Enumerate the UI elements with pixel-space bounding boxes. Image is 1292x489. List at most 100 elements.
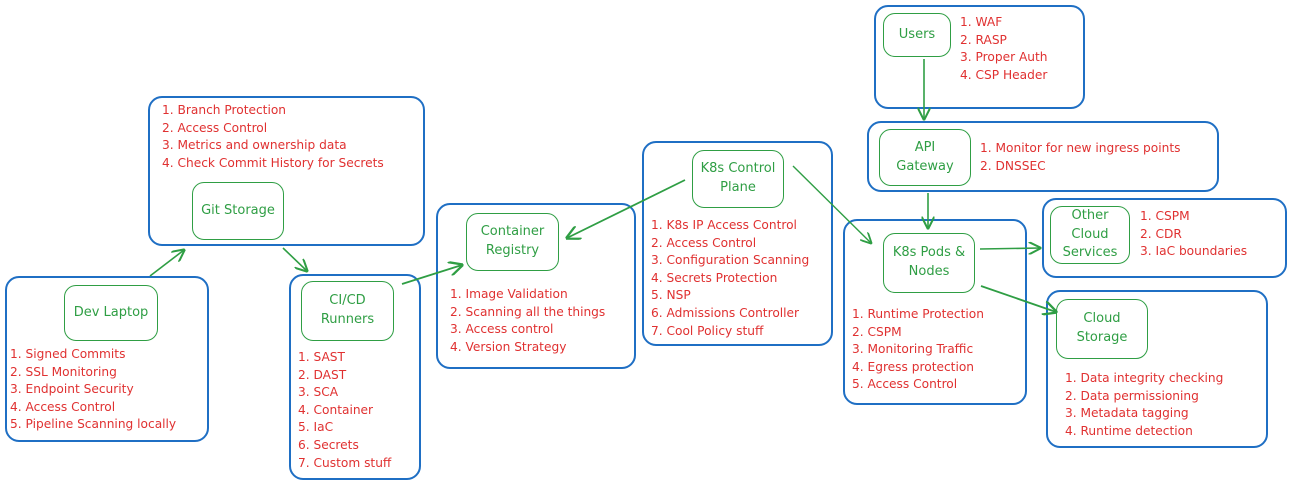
arrow-k8s-control-plane-to-container-registry [567,179,686,238]
k8s-control-plane-label-line2: Plane [720,180,756,195]
k8s-control-plane-label-line1: K8s Control [700,161,776,177]
dev-laptop-label: Dev Laptop [73,304,149,320]
control-item: 4. Runtime detection [1065,423,1193,438]
control-item: 3. SCA [298,385,339,400]
api-gateway-label-line1: API [914,139,936,155]
container-registry-controls: 1. Image Validation 2. Scanning all the … [450,286,605,356]
arrow-dev-laptop-to-git-storage [149,250,184,277]
control-item: 5. IaC [298,420,334,435]
users-node[interactable]: Users [883,13,951,57]
container-registry-label-line1: Container [480,224,545,240]
control-item: 1. Image Validation [450,287,568,301]
control-item: 5. Access Control [852,377,958,392]
control-item: 2. DAST [298,367,347,382]
cloud-storage-controls: 1. Data integrity checking 2. Data permi… [1065,370,1223,440]
control-item: 2. Data permissioning [1065,388,1199,403]
control-item: 6. Admissions Controller [651,305,800,320]
users-controls: 1. WAF 2. RASP 3. Proper Auth 4. CSP Hea… [960,14,1048,84]
control-item: 7. Custom stuff [298,455,392,470]
control-item: 4. Egress protection [852,359,975,374]
arrow-cicd-runners-to-container-registry [401,265,462,285]
control-item: 1. Signed Commits [10,347,126,361]
control-item: 6. Secrets [298,437,359,452]
cicd-runners-label-line2: Runners [320,312,375,327]
control-item: 2. Access Control [162,120,268,135]
k8s-pods-nodes-group [843,219,1027,405]
cicd-runners-controls: 1. SAST 2. DAST 3. SCA 4. Container 5. I… [298,349,391,472]
other-cloud-services-label-line1: Other Cloud [1071,207,1109,242]
control-item: 3. Proper Auth [960,50,1048,65]
control-item: 3. Endpoint Security [10,382,134,397]
control-item: 2. Access Control [651,235,757,250]
control-item: 1. Runtime Protection [852,307,984,321]
control-item: 1. K8s IP Access Control [651,218,797,232]
container-registry-group [436,203,636,369]
git-storage-controls: 1. Branch Protection 2. Access Control 3… [162,102,384,172]
control-item: 2. RASP [960,32,1007,47]
cloud-storage-label-line2: Storage [1076,330,1128,345]
users-group [874,5,1085,109]
control-item: 4. Container [298,402,374,417]
control-item: 3. Metadata tagging [1065,406,1189,421]
control-item: 5. Pipeline Scanning locally [10,417,177,432]
control-item: 1. Branch Protection [162,103,287,117]
arrow-k8s-control-plane-to-k8s-pods-nodes [792,165,871,243]
control-item: 2. DNSSEC [980,158,1046,173]
control-item: 3. Monitoring Traffic [852,342,974,357]
users-label: Users [898,26,936,42]
control-item: 3. IaC boundaries [1140,244,1248,259]
api-gateway-group [867,121,1219,192]
arrow-k8s-pods-nodes-to-cloud-storage [980,285,1056,312]
control-item: 2. Scanning all the things [450,304,606,319]
container-registry-label-line2: Registry [485,243,540,258]
api-gateway-controls: 1. Monitor for new ingress points 2. DNS… [980,140,1181,175]
cloud-storage-node[interactable]: Cloud Storage [1056,299,1148,359]
cicd-runners-group [289,274,421,480]
control-item: 4. Version Strategy [450,339,567,354]
k8s-control-plane-node[interactable]: K8s Control Plane [692,150,784,208]
control-item: 4. Check Commit History for Secrets [162,155,384,170]
git-storage-group [148,96,425,246]
api-gateway-node[interactable]: API Gateway [879,129,971,186]
other-cloud-services-label-line2: Services [1062,245,1118,261]
dev-laptop-controls: 1. Signed Commits 2. SSL Monitoring 3. E… [10,346,176,434]
cloud-storage-group [1046,290,1268,448]
k8s-pods-nodes-node[interactable]: K8s Pods & Nodes [883,233,975,293]
k8s-control-plane-group [642,141,833,346]
control-item: 1. CSPM [1140,209,1190,223]
control-item: 2. SSL Monitoring [10,364,117,379]
control-item: 2. CDR [1140,226,1182,241]
control-item: 1. SAST [298,350,345,364]
k8s-pods-nodes-label-line2: Nodes [908,264,950,279]
other-cloud-services-controls: 1. CSPM 2. CDR 3. IaC boundaries [1140,208,1247,261]
git-storage-label: Git Storage [201,202,275,218]
dev-laptop-node[interactable]: Dev Laptop [64,285,158,341]
git-storage-node[interactable]: Git Storage [192,182,284,240]
arrow-git-storage-to-cicd-runners [282,247,307,271]
other-cloud-services-node[interactable]: Other Cloud Services [1050,206,1130,264]
control-item: 3. Configuration Scanning [651,253,810,268]
control-item: 4. Secrets Protection [651,270,778,285]
control-item: 1. Data integrity checking [1065,371,1224,385]
control-item: 2. CSPM [852,324,902,339]
container-registry-node[interactable]: Container Registry [466,213,559,271]
control-item: 3. Metrics and ownership data [162,138,347,153]
control-item: 5. NSP [651,288,691,303]
control-item: 7. Cool Policy stuff [651,323,764,338]
control-item: 4. CSP Header [960,67,1048,82]
k8s-control-plane-controls: 1. K8s IP Access Control 2. Access Contr… [651,217,809,340]
cicd-runners-node[interactable]: CI/CD Runners [301,281,394,341]
control-item: 4. Access Control [10,399,116,414]
api-gateway-label-line2: Gateway [896,158,954,174]
arrow-k8s-pods-nodes-to-other-cloud-services [979,248,1040,249]
dev-laptop-group [5,276,209,442]
k8s-pods-nodes-label-line1: K8s Pods & [892,245,966,261]
control-item: 3. Access control [450,322,554,337]
cloud-storage-label-line1: Cloud [1083,311,1121,327]
other-cloud-services-group [1042,198,1287,278]
control-item: 1. Monitor for new ingress points [980,141,1181,155]
k8s-pods-nodes-controls: 1. Runtime Protection 2. CSPM 3. Monitor… [852,306,984,394]
control-item: 1. WAF [960,15,1003,29]
